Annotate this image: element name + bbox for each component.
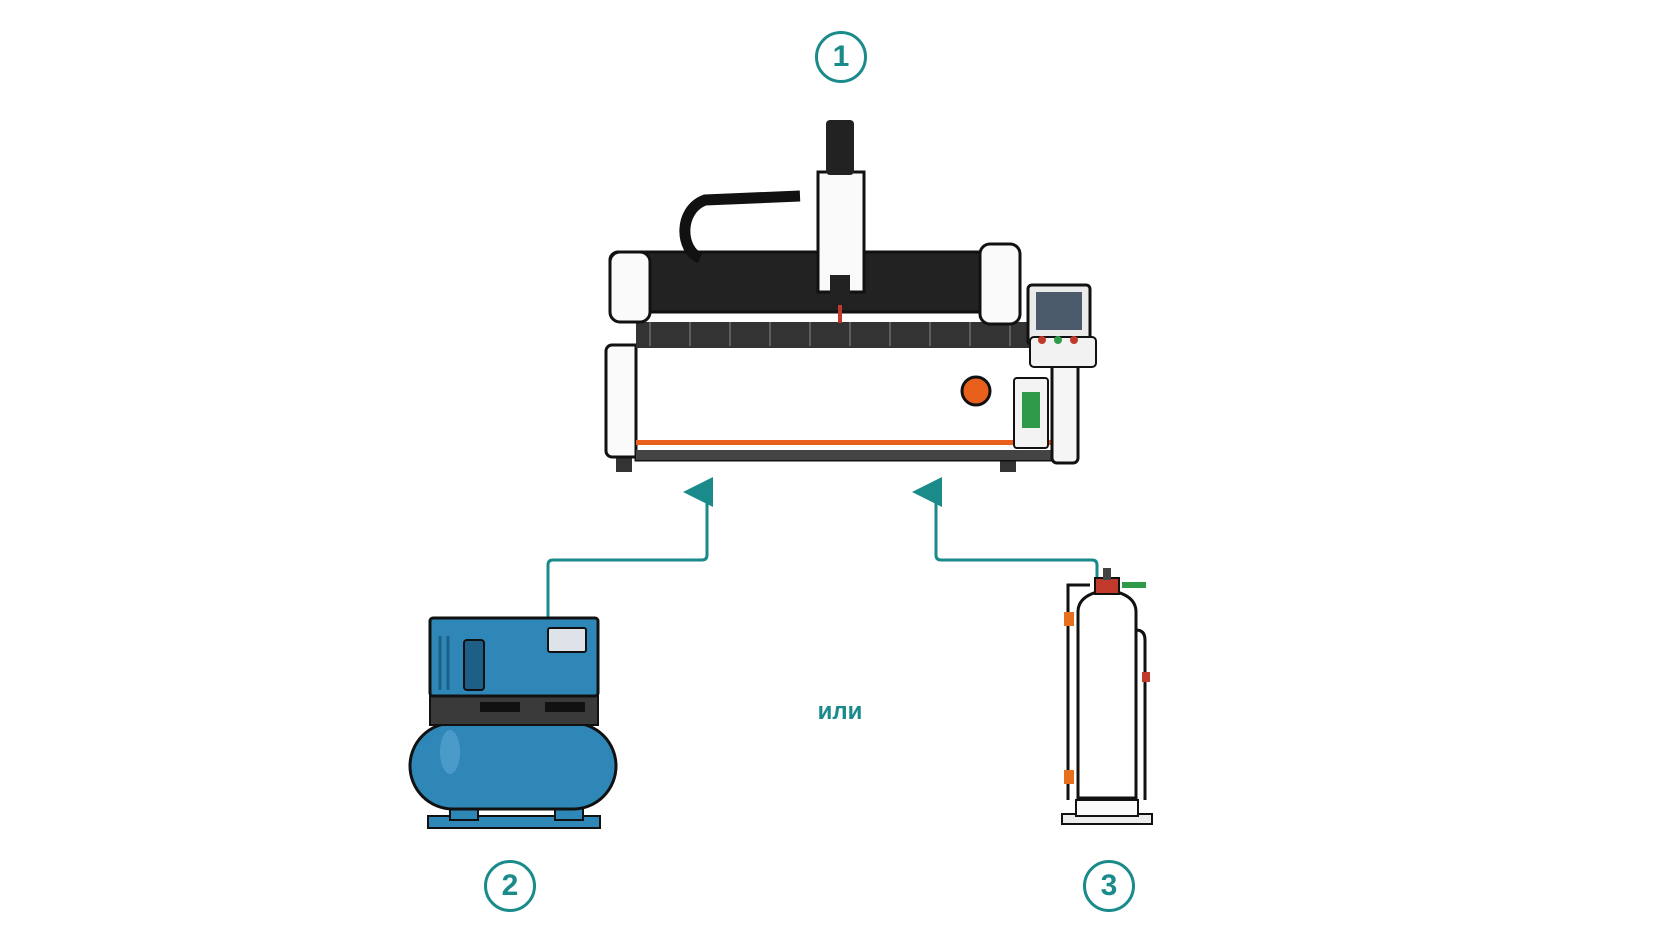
cylinder-to-machine-arrow bbox=[912, 477, 1099, 580]
laser-cutting-machine-icon bbox=[604, 120, 1097, 472]
badge-laser-machine: 1 bbox=[815, 31, 867, 83]
or-label: или bbox=[817, 698, 863, 725]
badge-compressor: 2 bbox=[484, 860, 536, 912]
compressor-to-machine-arrow bbox=[546, 477, 713, 620]
gas-cylinder-icon bbox=[1061, 568, 1153, 825]
badge-gas-cylinder: 3 bbox=[1083, 860, 1135, 912]
air-compressor-icon bbox=[408, 616, 618, 829]
